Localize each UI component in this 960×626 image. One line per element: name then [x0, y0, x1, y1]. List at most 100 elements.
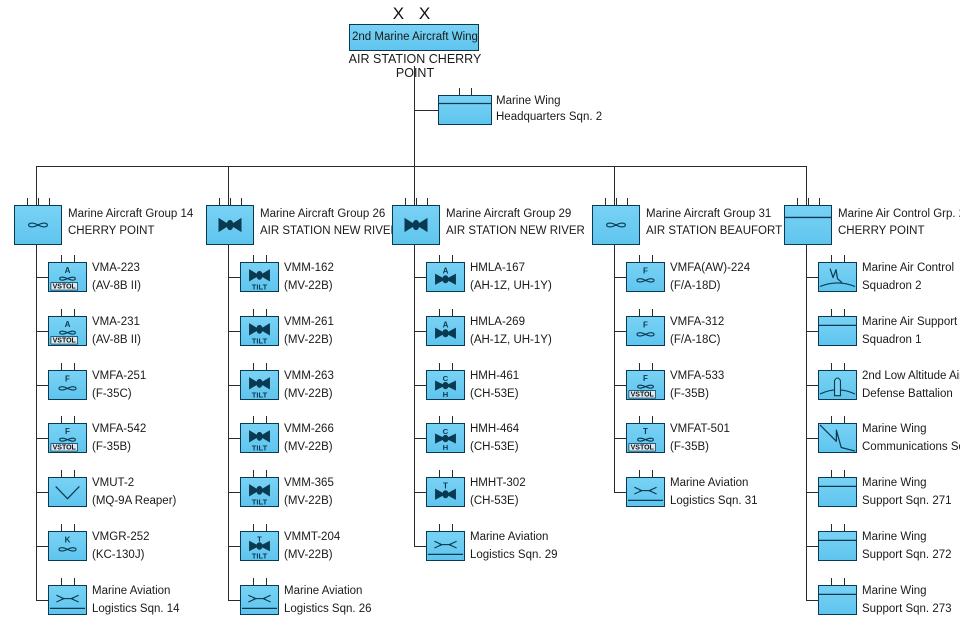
group-name: Marine Aircraft Group 29: [446, 208, 572, 220]
label-line-2: (CH-53E): [470, 387, 519, 400]
echelon-ticks-squadron: [49, 363, 86, 370]
fixed-wing-icon: [14, 198, 62, 245]
connector-unit-stub: [228, 331, 240, 332]
connector-column-spine-5: [806, 245, 807, 600]
label-line-1: Marine Aviation: [92, 585, 171, 597]
connector-unit-stub: [806, 600, 818, 601]
node-label: VMM-261(MV-22B): [284, 316, 334, 346]
node-label: HMLA-269(AH-1Z, UH-1Y): [470, 316, 552, 346]
connector-root-trunk: [414, 66, 415, 166]
headquarters-squadron-icon: [438, 88, 492, 125]
tiltrotor-icon: TILT: [240, 309, 279, 346]
label-line-1: Marine Aviation: [470, 531, 549, 543]
connector-unit-stub: [36, 600, 48, 601]
connector-unit-stub: [414, 546, 426, 547]
rotary-wing-attack-icon: A: [426, 309, 465, 346]
echelon-ticks-squadron: [49, 470, 86, 477]
connector-column-spine-3: [414, 245, 415, 546]
echelon-ticks-squadron: [427, 524, 464, 531]
echelon-ticks-squadron: [819, 255, 856, 262]
node-label: HMHT-302(CH-53E): [470, 477, 526, 507]
label-line-1: Marine Wing: [862, 423, 927, 435]
echelon-ticks-squadron: [627, 255, 664, 262]
label-line-2: (AH-1Z, UH-1Y): [470, 333, 552, 346]
echelon-ticks-squadron: [627, 309, 664, 316]
echelon-ticks-squadron: [819, 363, 856, 370]
group-name: Marine Aircraft Group 14: [68, 208, 194, 220]
svg-text:F: F: [643, 374, 648, 383]
air-control-radar-icon: [818, 255, 857, 292]
label-line-1: VMFA(AW)-224: [670, 262, 751, 274]
headquarters-band-icon: [818, 470, 857, 507]
tiltrotor-icon: TILT: [240, 470, 279, 507]
node-label: VMFA-542(F-35B): [92, 423, 146, 453]
label-line-2: (MV-22B): [284, 387, 333, 400]
svg-text:F: F: [643, 266, 648, 275]
label-line-2: (F-35B): [92, 440, 131, 453]
connector-unit-stub: [614, 331, 626, 332]
label-line-1: VMM-263: [284, 370, 334, 382]
label-line-2: (F/A-18D): [670, 279, 721, 292]
echelon-ticks-squadron: [241, 363, 278, 370]
svg-text:TILT: TILT: [252, 551, 268, 560]
echelon-ticks-squadron: [819, 578, 856, 585]
echelon-ticks-group: [207, 198, 253, 205]
svg-text:VSTOL: VSTOL: [631, 445, 655, 452]
connector-unit-stub: [614, 492, 626, 493]
unmanned-aerial-icon: [48, 470, 87, 507]
connector-column-spine-4: [614, 245, 615, 493]
label-line-2: (MV-22B): [284, 440, 333, 453]
svg-text:T: T: [443, 481, 448, 490]
connector-unit-stub: [806, 438, 818, 439]
connector-group-drop-3: [414, 166, 415, 205]
label-line-2: (MV-22B): [284, 333, 333, 346]
svg-text:K: K: [65, 535, 71, 544]
connector-hq-stub: [414, 110, 438, 111]
label-line-1: VMGR-252: [92, 531, 150, 543]
group-station: AIR STATION BEAUFORT: [646, 224, 783, 237]
connector-unit-stub: [806, 492, 818, 493]
echelon-ticks-squadron: [241, 416, 278, 423]
label-line-2: (F/A-18C): [670, 333, 721, 346]
echelon-ticks-squadron: [241, 309, 278, 316]
label-line-1: VMMT-204: [284, 531, 341, 543]
connector-unit-stub: [228, 492, 240, 493]
label-line-2: Communications Sqn. 28: [862, 440, 960, 453]
label-line-1: Marine Aviation: [284, 585, 363, 597]
echelon-ticks-squadron: [49, 578, 86, 585]
fixed-wing-fighter-icon: F: [626, 255, 665, 292]
connector-unit-stub: [806, 546, 818, 547]
node-label: HMH-464(CH-53E): [470, 423, 519, 453]
headquarters-band-icon: [784, 198, 832, 245]
svg-text:F: F: [65, 427, 70, 436]
label-line-1: VMM-266: [284, 423, 334, 435]
connector-unit-stub: [414, 438, 426, 439]
label-line-2: Support Sqn. 271: [862, 494, 952, 507]
echelon-ticks-squadron: [427, 470, 464, 477]
echelon-ticks-squadron: [819, 416, 856, 423]
svg-text:F: F: [643, 320, 648, 329]
svg-text:A: A: [443, 266, 449, 275]
headquarters-band-icon: [818, 578, 857, 615]
tiltrotor-icon: TILT: [240, 416, 279, 453]
echelon-ticks-squadron: [49, 309, 86, 316]
connector-unit-stub: [614, 438, 626, 439]
aviation-logistics-icon: [626, 470, 665, 507]
label-line-1: VMUT-2: [92, 477, 135, 489]
label-line-2: Support Sqn. 273: [862, 602, 952, 615]
connector-unit-stub: [36, 385, 48, 386]
label-line-1: Marine Air Support: [862, 316, 958, 328]
label-line-2: Headquarters Sqn. 2: [496, 110, 603, 123]
label-line-2: Logistics Sqn. 26: [284, 602, 372, 615]
label-line-1: Marine Air Control: [862, 262, 955, 274]
